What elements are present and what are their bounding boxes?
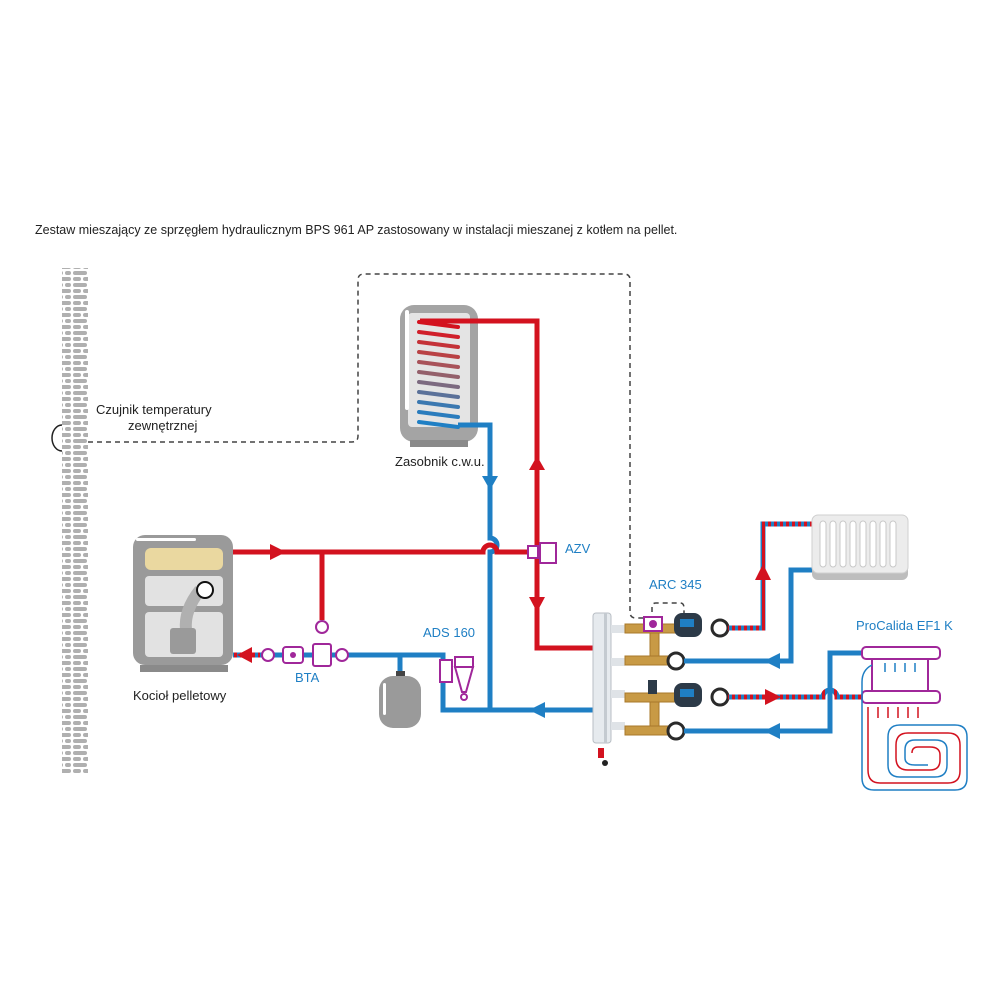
sensor-label-line1: Czujnik temperatury (96, 402, 212, 417)
flow-arrow-icon (529, 597, 545, 612)
floor-return-pipe (684, 650, 862, 734)
arc-label: ARC 345 (649, 577, 702, 592)
azv-label: AZV (565, 541, 591, 556)
diagram-caption: Zestaw mieszający ze sprzęgłem hydraulic… (35, 223, 677, 237)
flow-arrow-icon (764, 723, 780, 739)
flow-arrow-icon (529, 456, 545, 470)
procalida-label: ProCalida EF1 K (856, 618, 953, 633)
hydraulic-coupler (592, 612, 625, 766)
coupler-supply-pipe (534, 552, 595, 651)
radiator-supply-pipe (728, 521, 812, 631)
radiator (811, 514, 909, 580)
bta-label: BTA (295, 670, 320, 685)
azv-valve-icon (527, 542, 557, 564)
outdoor-sensor-icon (51, 424, 63, 452)
pump-group-floor-heating (624, 680, 730, 741)
sensor-label-line2: zewnętrznej (128, 418, 197, 433)
brick-wall (62, 268, 88, 773)
tank-return-pipe (458, 422, 500, 710)
coupler-return-pipe (400, 652, 595, 713)
sensor-signal-line (88, 273, 645, 619)
flow-arrow-icon (270, 544, 286, 560)
tank-label: Zasobnik c.w.u. (395, 454, 485, 469)
flow-arrow-icon (237, 647, 252, 663)
flow-arrow-icon (529, 702, 545, 718)
ads-label: ADS 160 (423, 625, 475, 640)
tank-supply-pipe (420, 318, 540, 548)
flow-arrow-icon (482, 476, 498, 490)
expansion-vessel (379, 671, 421, 728)
actuator-signal-line (651, 602, 685, 614)
boiler-label: Kocioł pelletowy (133, 688, 227, 703)
dhw-tank (400, 305, 478, 447)
manifold-icon (861, 646, 941, 718)
floor-heating-loop (861, 664, 968, 791)
floor-supply-pipe (728, 687, 862, 700)
pump-group-radiators (624, 613, 730, 671)
bta-thermal-valve-icon (261, 620, 349, 667)
pellet-boiler (133, 535, 233, 672)
ads-filter-icon (439, 656, 475, 701)
flow-arrow-icon (764, 653, 780, 669)
boiler-supply-pipe (233, 542, 537, 555)
radiator-return-pipe (684, 567, 812, 664)
flow-arrow-icon (755, 564, 771, 580)
flow-arrow-icon (765, 689, 781, 705)
